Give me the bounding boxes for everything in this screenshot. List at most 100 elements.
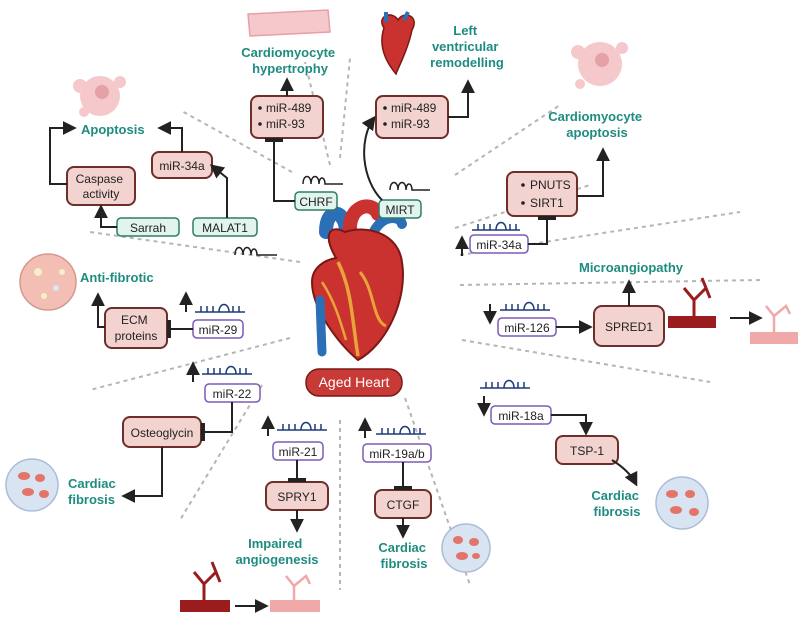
label-spry1: SPRY1 — [277, 490, 316, 504]
label-tsp1: TSP-1 — [570, 444, 604, 458]
label-mir34a-apoptosis: miR-34a — [159, 159, 205, 173]
ecm-line2: proteins — [115, 329, 158, 343]
fibrotic-tissue-illustration — [655, 476, 709, 530]
label-spred1: SPRED1 — [605, 320, 653, 334]
arrow-targets-to-cm-apoptosis — [577, 147, 610, 197]
heart-illustration — [310, 199, 407, 362]
arrow-ecm-to-antifibrotic — [91, 292, 105, 328]
arrow-targets-to-remodelling — [448, 79, 475, 118]
outcome-fibrosis-bottom-line2: fibrosis — [381, 556, 428, 571]
label-mir18a: miR-18a — [498, 409, 544, 423]
outcome-remodelling-line2: ventricular — [432, 39, 498, 54]
divider-line — [179, 109, 293, 173]
outcome-angiogenesis-line1: Impaired — [248, 536, 302, 551]
divider-line — [179, 384, 263, 521]
apoptotic-cell-illustration — [571, 42, 628, 89]
ecm-line1: ECM — [121, 313, 148, 327]
label-malat1: MALAT1 — [202, 221, 248, 235]
divider-line — [459, 279, 761, 286]
target-mir93-a: miR-93 — [266, 117, 305, 131]
aged-heart-badge — [305, 368, 403, 397]
outcome-cm-apoptosis-line2: apoptosis — [566, 125, 627, 140]
section-microangiopathy: Microangiopathy miR-126 SPRED1 — [483, 260, 798, 347]
mirna-comb-icon — [202, 365, 252, 375]
heart-section-icon — [381, 11, 415, 76]
section-remodelling: Left ventricular remodelling miR-489 miR… — [361, 11, 504, 219]
healthy-vessel-illustration — [668, 277, 716, 328]
outcome-hypertrophy-line2: hypertrophy — [252, 61, 329, 76]
rarefied-vessel-illustration — [270, 574, 320, 612]
label-mir22: miR-22 — [213, 387, 252, 401]
caspase-line2: activity — [83, 187, 120, 201]
box-malat1 — [192, 217, 258, 237]
label-sarrah: Sarrah — [130, 221, 166, 235]
svg-text:Cardiomyocyte hypertroph: Cardiomyocyte hypertrophy — [241, 45, 339, 76]
divider-line — [454, 104, 561, 176]
fibrotic-tissue-illustration — [19, 253, 77, 311]
fibrotic-tissue-illustration — [5, 458, 59, 512]
outcome-apoptosis: Apoptosis — [81, 122, 145, 137]
outcome-fibrosis-left-line2: fibrosis — [68, 492, 115, 507]
box-mirt — [378, 199, 422, 219]
outcome-remodelling-line1: Left — [453, 23, 478, 38]
target-mir489-b: miR-489 — [391, 101, 437, 115]
svg-text:Cardiac fibrosis: Cardiac fibrosis — [378, 540, 429, 571]
arrow-sarrah-to-caspase — [94, 204, 117, 228]
section-apoptosis: Apoptosis Caspase activity miR-34a Sarra… — [49, 76, 277, 256]
outcome-antifibrotic: Anti-fibrotic — [80, 270, 154, 285]
inhibit-mir34a-to-targets — [528, 216, 556, 245]
label-ctgf: CTGF — [387, 498, 420, 512]
svg-text:Cardiac fibrosis: Cardiac fibrosis — [591, 488, 642, 519]
box-mir19ab — [362, 443, 432, 463]
healthy-vessel-illustration — [180, 561, 230, 612]
target-pnuts: PNUTS — [530, 178, 571, 192]
lncrna-hairpin-icon — [302, 175, 343, 185]
svg-text:PNUTS SIRT1: PNUTS SIRT1 — [530, 178, 574, 210]
aged-heart-label: Aged Heart — [319, 374, 390, 390]
svg-text:Impaired angiogenesis: Impaired angiogenesis — [235, 536, 318, 567]
mirna-comb-icon — [277, 421, 327, 431]
label-mir19ab: miR-19a/b — [369, 447, 425, 461]
label-mir29: miR-29 — [199, 323, 238, 337]
outcome-fibrosis-right-line1: Cardiac — [591, 488, 639, 503]
label-mirt: MIRT — [385, 203, 415, 217]
section-fibrosis-bottom: miR-19a/b CTGF Cardiac fibrosis — [358, 417, 491, 573]
outcome-cm-apoptosis-line1: Cardiomyocyte — [548, 109, 642, 124]
section-cm-apoptosis: Cardiomyocyte apoptosis PNUTS SIRT1 miR-… — [455, 42, 642, 256]
target-mir489-a: miR-489 — [266, 101, 312, 115]
arrow-tsp1-to-fibrosis — [611, 459, 638, 487]
lncrna-hairpin-icon — [389, 181, 430, 191]
mirna-comb-icon — [376, 425, 426, 435]
arrow-mir18a-to-tsp1 — [551, 414, 593, 436]
section-fibrosis-left: miR-22 Osteoglycin Cardiac fibrosis — [5, 361, 261, 512]
target-mir93-b: miR-93 — [391, 117, 430, 131]
outcome-microangiopathy: Microangiopathy — [579, 260, 684, 275]
divider-line — [339, 57, 351, 159]
inhibit-mir22-to-osteoglycin — [201, 402, 233, 441]
divider-line — [304, 61, 331, 166]
section-angiogenesis: miR-21 SPRY1 Impaired angiogenesis — [180, 415, 329, 613]
arrow-malat1-to-mir34a — [209, 164, 228, 218]
outcome-hypertrophy-line1: Cardiomyocyte — [241, 45, 335, 60]
caspase-line1: Caspase — [76, 172, 124, 186]
label-mir34a-cm: miR-34a — [476, 238, 522, 252]
section-fibrosis-right: miR-18a TSP-1 Cardiac fibrosis — [477, 379, 709, 530]
outcome-angiogenesis-line2: angiogenesis — [235, 552, 318, 567]
mirna-comb-icon — [480, 379, 530, 389]
arrow-caspase-to-apoptosis — [49, 121, 77, 185]
arrow-mirt-to-targets — [361, 115, 383, 201]
section-antifibrotic: Anti-fibrotic ECM proteins miR-29 — [19, 253, 245, 349]
apoptotic-cell-illustration — [73, 76, 126, 117]
svg-text:Left ventricular r: Left ventricular remodelling — [430, 23, 504, 70]
inhibit-chrf-to-targets — [265, 138, 295, 202]
divider-line — [89, 231, 301, 263]
divider-line — [89, 337, 291, 391]
outcome-fibrosis-bottom-line1: Cardiac — [378, 540, 426, 555]
rarefied-vessel-illustration — [750, 304, 798, 344]
label-osteoglycin: Osteoglycin — [131, 426, 194, 440]
label-mir21: miR-21 — [279, 445, 318, 459]
divider-line — [461, 339, 711, 383]
target-sirt1: SIRT1 — [530, 196, 564, 210]
section-dividers — [89, 57, 761, 590]
